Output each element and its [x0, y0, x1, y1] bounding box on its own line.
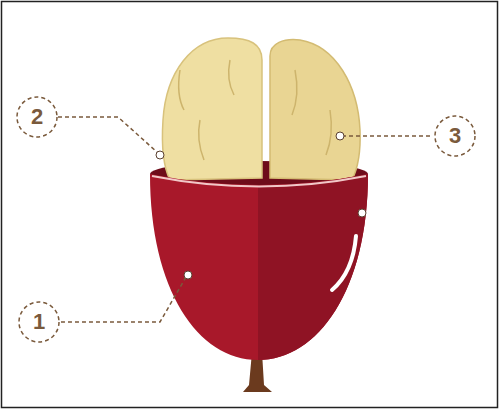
callout-number: 2 — [19, 99, 55, 135]
bean-left — [162, 38, 262, 180]
callout-rings — [17, 97, 475, 342]
bean-right — [270, 40, 360, 180]
bean-texture — [179, 60, 332, 160]
leader-lines — [58, 117, 433, 322]
cherry-skin — [150, 174, 368, 360]
callout-number: 3 — [437, 118, 473, 154]
pointer-dots — [156, 132, 366, 279]
rim-highlight — [152, 176, 366, 187]
callout-number: 1 — [21, 304, 57, 340]
cherry-shade — [258, 174, 368, 360]
skin-highlight — [332, 236, 356, 290]
